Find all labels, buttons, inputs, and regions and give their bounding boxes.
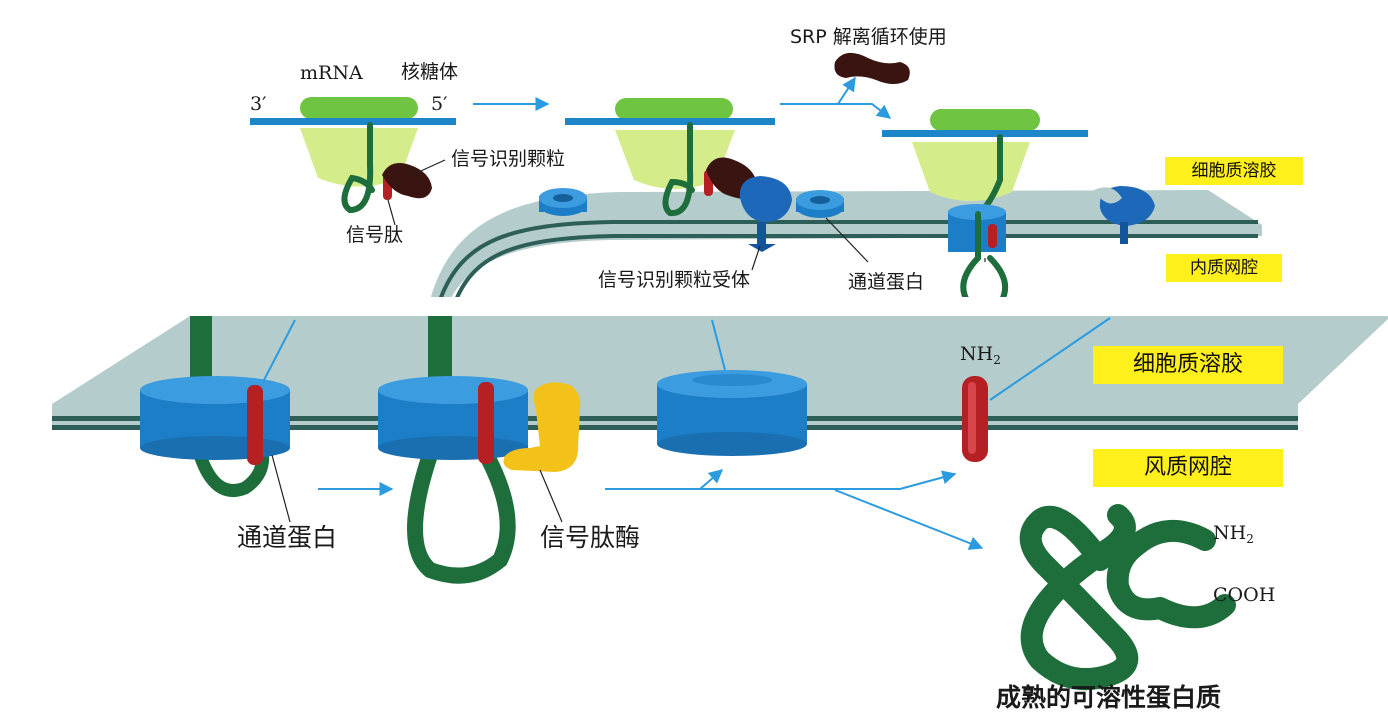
cytosol-tag-top: 细胞质溶胶 — [1165, 157, 1303, 185]
ribosome-complex-1 — [250, 97, 456, 214]
ribosome-complex-2 — [565, 98, 844, 252]
cooh-label: COOH — [1213, 584, 1276, 606]
cytosol-tag-bottom: 细胞质溶胶 — [1093, 346, 1283, 384]
nh2-label-protein: NH2 — [1213, 522, 1254, 546]
mrna-label: mRNA — [300, 62, 363, 84]
er-lumen-tag-top: 内质网腔 — [1166, 254, 1282, 282]
signal-peptide-label: 信号肽 — [346, 224, 404, 246]
free-channel-protein — [539, 188, 587, 216]
mrna-5-prime-label: 5′ — [431, 93, 448, 115]
mature-protein-label: 成熟的可溶性蛋白质 — [996, 683, 1222, 712]
free-srp-receptor — [1094, 186, 1155, 244]
srp-label: 信号识别颗粒 — [451, 148, 566, 170]
channel-protein-label-bottom: 通道蛋白 — [237, 523, 338, 552]
bottom-channel-1 — [140, 316, 290, 497]
signal-peptidase-label: 信号肽酶 — [540, 523, 641, 552]
ribosome-complex-3 — [882, 109, 1088, 311]
channel-protein-label-top: 通道蛋白 — [848, 271, 925, 293]
mature-soluble-protein — [1019, 504, 1236, 691]
nh2-label-membrane: NH2 — [960, 343, 1001, 367]
ribosome-label: 核糖体 — [401, 61, 459, 83]
mrna-3-prime-label: 3′ — [250, 93, 267, 115]
er-membrane-top — [430, 190, 1262, 301]
bottom-channel-2 — [378, 316, 581, 584]
er-lumen-tag-bottom: 风质网腔 — [1093, 449, 1283, 487]
srp-release-label: SRP 解离循环使用 — [790, 26, 947, 48]
bottom-channel-3-empty — [657, 370, 807, 456]
released-srp — [834, 52, 910, 84]
srp-receptor-label: 信号识别颗粒受体 — [598, 269, 751, 291]
released-signal-peptide — [962, 376, 988, 462]
